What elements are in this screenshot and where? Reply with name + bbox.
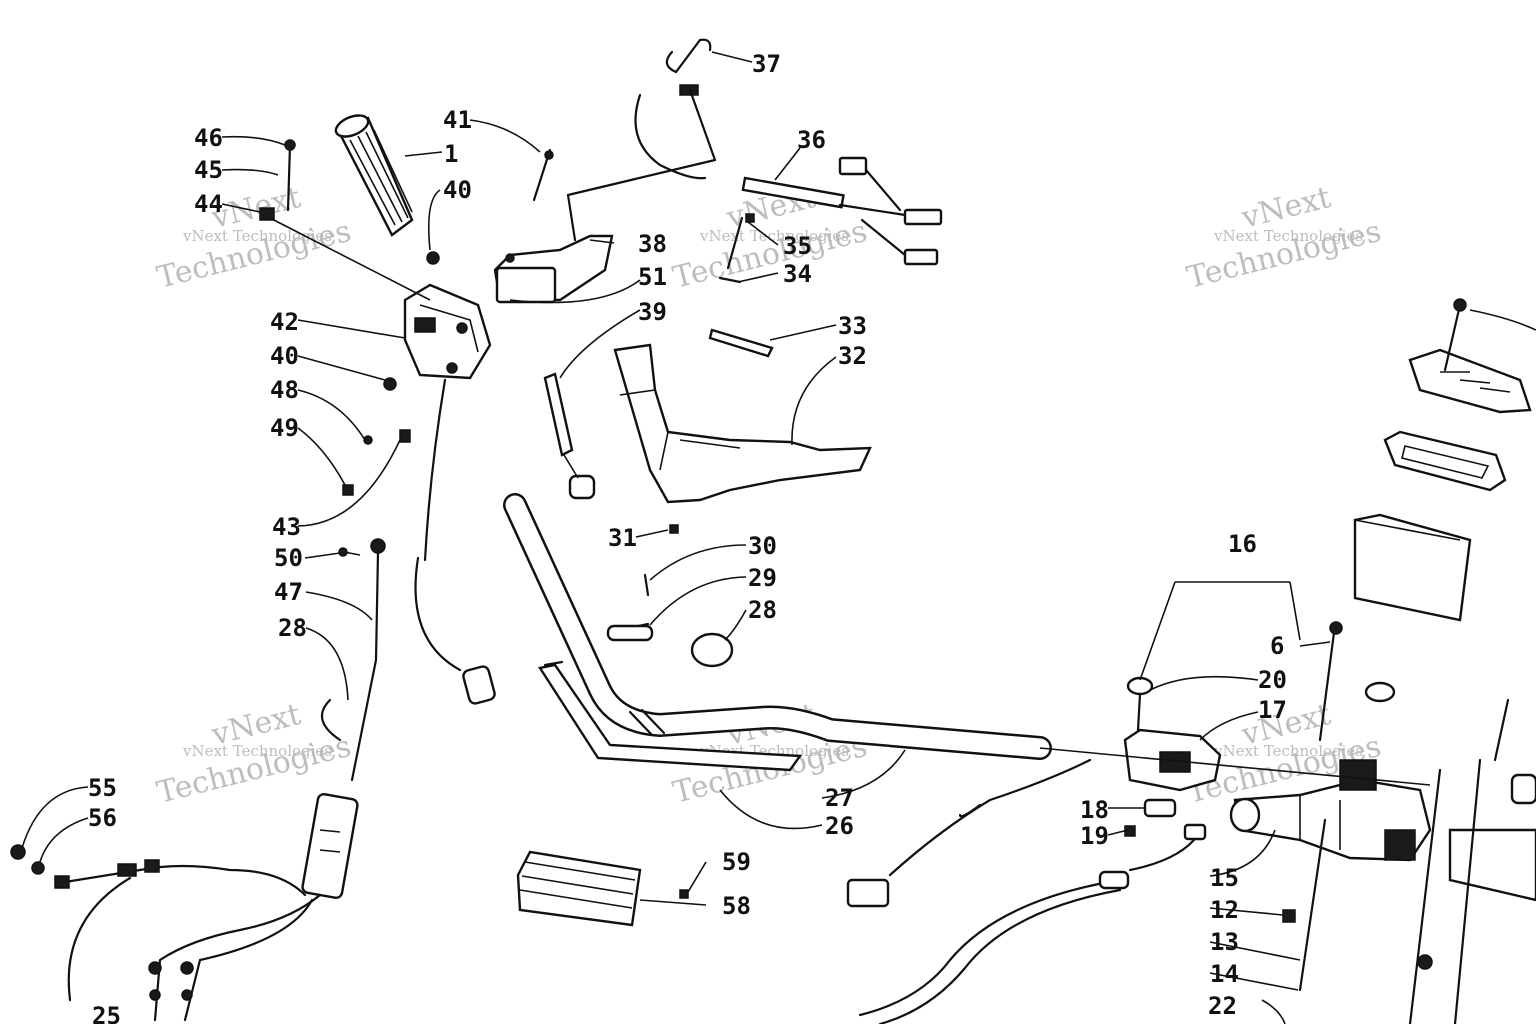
lower-harness bbox=[846, 758, 1207, 1024]
lever-bracket-right bbox=[1448, 828, 1536, 902]
watermark-1: vNext vNext Technologies Technologies bbox=[153, 180, 354, 296]
nut-right bbox=[1417, 954, 1433, 970]
master-cylinder bbox=[1229, 759, 1432, 862]
callout-35: 35 bbox=[783, 232, 812, 260]
callout-29: 29 bbox=[748, 564, 777, 592]
callout-17: 17 bbox=[1258, 696, 1287, 724]
clip-44 bbox=[259, 207, 275, 221]
watermark-3: vNext vNext Technologies Technologies bbox=[1183, 180, 1384, 296]
screw-6 bbox=[1318, 623, 1337, 742]
callout-46: 46 bbox=[194, 124, 223, 152]
pin-head bbox=[544, 150, 554, 160]
brake-line-right bbox=[1453, 758, 1482, 1024]
screw-right bbox=[1493, 698, 1510, 762]
watermark-text: vNext Technologies bbox=[182, 227, 332, 245]
grip-right bbox=[1510, 773, 1536, 805]
throttle-cable bbox=[414, 378, 496, 705]
callout-28a: 28 bbox=[278, 614, 307, 642]
watermark-text: vNext Technologies bbox=[182, 742, 332, 760]
callout-50: 50 bbox=[274, 544, 303, 572]
bolt-14 bbox=[1298, 818, 1327, 992]
kill-switch bbox=[543, 372, 596, 500]
nut-12 bbox=[1282, 909, 1296, 923]
leader-lines bbox=[21, 51, 1536, 1024]
callout-26: 26 bbox=[825, 812, 854, 840]
callout-30: 30 bbox=[748, 532, 777, 560]
brake-cable-right bbox=[1408, 768, 1442, 1024]
callout-labels: 46 45 44 1 40 41 42 40 48 49 43 50 47 28… bbox=[88, 50, 1287, 1024]
washer-right bbox=[1364, 681, 1396, 703]
callout-38: 38 bbox=[638, 230, 667, 258]
brake-lever-block bbox=[1123, 676, 1222, 837]
callout-36: 36 bbox=[797, 126, 826, 154]
callout-49: 49 bbox=[270, 414, 299, 442]
throttle-block bbox=[403, 283, 492, 380]
dash-pad bbox=[516, 850, 642, 927]
screw-6-head bbox=[1329, 621, 1343, 635]
screw-40a bbox=[426, 251, 440, 265]
callout-19: 19 bbox=[1080, 822, 1109, 850]
callout-55: 55 bbox=[88, 774, 117, 802]
callout-41: 41 bbox=[443, 106, 472, 134]
callout-40b: 40 bbox=[270, 342, 299, 370]
callout-6: 6 bbox=[1270, 632, 1284, 660]
callout-32: 32 bbox=[838, 342, 867, 370]
callout-20: 20 bbox=[1258, 666, 1287, 694]
callout-42: 42 bbox=[270, 308, 299, 336]
callout-22: 22 bbox=[1208, 992, 1237, 1020]
screw-30 bbox=[643, 573, 650, 597]
throttle-lever bbox=[493, 234, 614, 304]
reservoir-gasket bbox=[1383, 430, 1507, 492]
callout-13: 13 bbox=[1210, 928, 1239, 956]
hand-grip bbox=[334, 114, 414, 237]
nut-49 bbox=[342, 484, 354, 496]
handlebar bbox=[503, 493, 1052, 760]
washer-48 bbox=[363, 435, 373, 445]
callout-56: 56 bbox=[88, 804, 117, 832]
callout-16: 16 bbox=[1228, 530, 1257, 558]
callout-58: 58 bbox=[722, 892, 751, 920]
left-wiring-harness bbox=[10, 538, 386, 1022]
callout-33: 33 bbox=[838, 312, 867, 340]
watermark-text: vNext Technologies bbox=[1213, 742, 1363, 760]
callout-37: 37 bbox=[752, 50, 781, 78]
leader-line bbox=[269, 217, 431, 301]
upper-cable-assembly bbox=[566, 38, 943, 284]
callout-43: 43 bbox=[272, 513, 301, 541]
callout-45: 45 bbox=[194, 156, 223, 184]
callout-14: 14 bbox=[1210, 960, 1239, 988]
clip-43 bbox=[399, 429, 411, 443]
clamp-28 bbox=[690, 632, 734, 668]
nut-46 bbox=[284, 139, 296, 151]
callout-47: 47 bbox=[274, 578, 303, 606]
callout-31: 31 bbox=[608, 524, 637, 552]
callout-59: 59 bbox=[722, 848, 751, 876]
callout-34: 34 bbox=[783, 260, 812, 288]
callout-25: 25 bbox=[92, 1002, 121, 1024]
callout-44: 44 bbox=[194, 190, 223, 218]
callout-39: 39 bbox=[638, 298, 667, 326]
callout-12: 12 bbox=[1210, 896, 1239, 924]
screw-59 bbox=[679, 889, 689, 899]
watermark-text: vNext Technologies bbox=[1213, 227, 1363, 245]
callout-1: 1 bbox=[444, 140, 458, 168]
screw-40b bbox=[383, 377, 397, 391]
screw-46 bbox=[286, 143, 292, 212]
callout-51: 51 bbox=[638, 263, 667, 291]
bushing-29 bbox=[606, 624, 654, 642]
callout-40a: 40 bbox=[443, 176, 472, 204]
handlebar-pad bbox=[613, 328, 872, 504]
screw-31 bbox=[669, 524, 679, 534]
callout-27: 27 bbox=[825, 784, 854, 812]
callout-28b: 28 bbox=[748, 596, 777, 624]
reservoir-cover bbox=[1408, 298, 1532, 414]
reservoir-body bbox=[1353, 513, 1472, 622]
callout-48: 48 bbox=[270, 376, 299, 404]
callout-18: 18 bbox=[1080, 796, 1109, 824]
callout-15: 15 bbox=[1210, 864, 1239, 892]
handlebar-brace bbox=[538, 660, 803, 772]
